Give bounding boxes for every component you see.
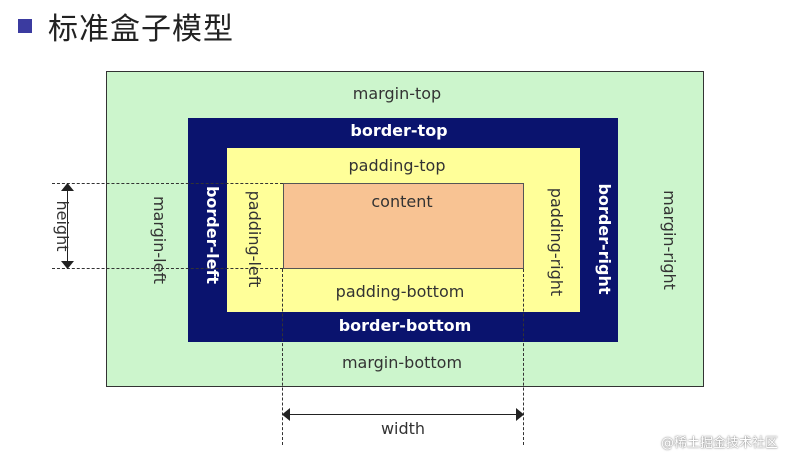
border-right-label: border-right [595, 183, 614, 295]
border-left-label: border-left [203, 185, 222, 285]
margin-left-label: margin-left [150, 195, 169, 285]
border-bottom-label: border-bottom [338, 316, 472, 335]
content-area [283, 183, 524, 269]
margin-bottom-label: margin-bottom [341, 353, 463, 372]
padding-bottom-label: padding-bottom [335, 282, 465, 301]
height-arrow-line [67, 186, 68, 266]
title-row: 标准盒子模型 [18, 6, 234, 47]
bullet-square-icon [18, 19, 32, 33]
height-guide-top [52, 183, 283, 184]
width-guide-left [282, 269, 283, 445]
width-guide-right [523, 269, 524, 445]
padding-right-label: padding-right [547, 187, 566, 297]
margin-top-label: margin-top [352, 84, 442, 103]
height-label: height [53, 200, 72, 252]
padding-left-label: padding-left [245, 190, 264, 288]
padding-top-label: padding-top [348, 156, 446, 175]
height-guide-bottom [52, 268, 283, 269]
margin-right-label: margin-right [660, 190, 679, 290]
page-title: 标准盒子模型 [48, 12, 234, 47]
width-arrow-line [285, 414, 521, 415]
height-arrow-heads [61, 183, 74, 269]
width-label: width [380, 419, 426, 438]
content-label: content [371, 192, 433, 211]
width-arrow-heads [282, 408, 524, 421]
watermark: @稀土掘金技术社区 [660, 436, 778, 451]
border-top-label: border-top [350, 121, 448, 140]
